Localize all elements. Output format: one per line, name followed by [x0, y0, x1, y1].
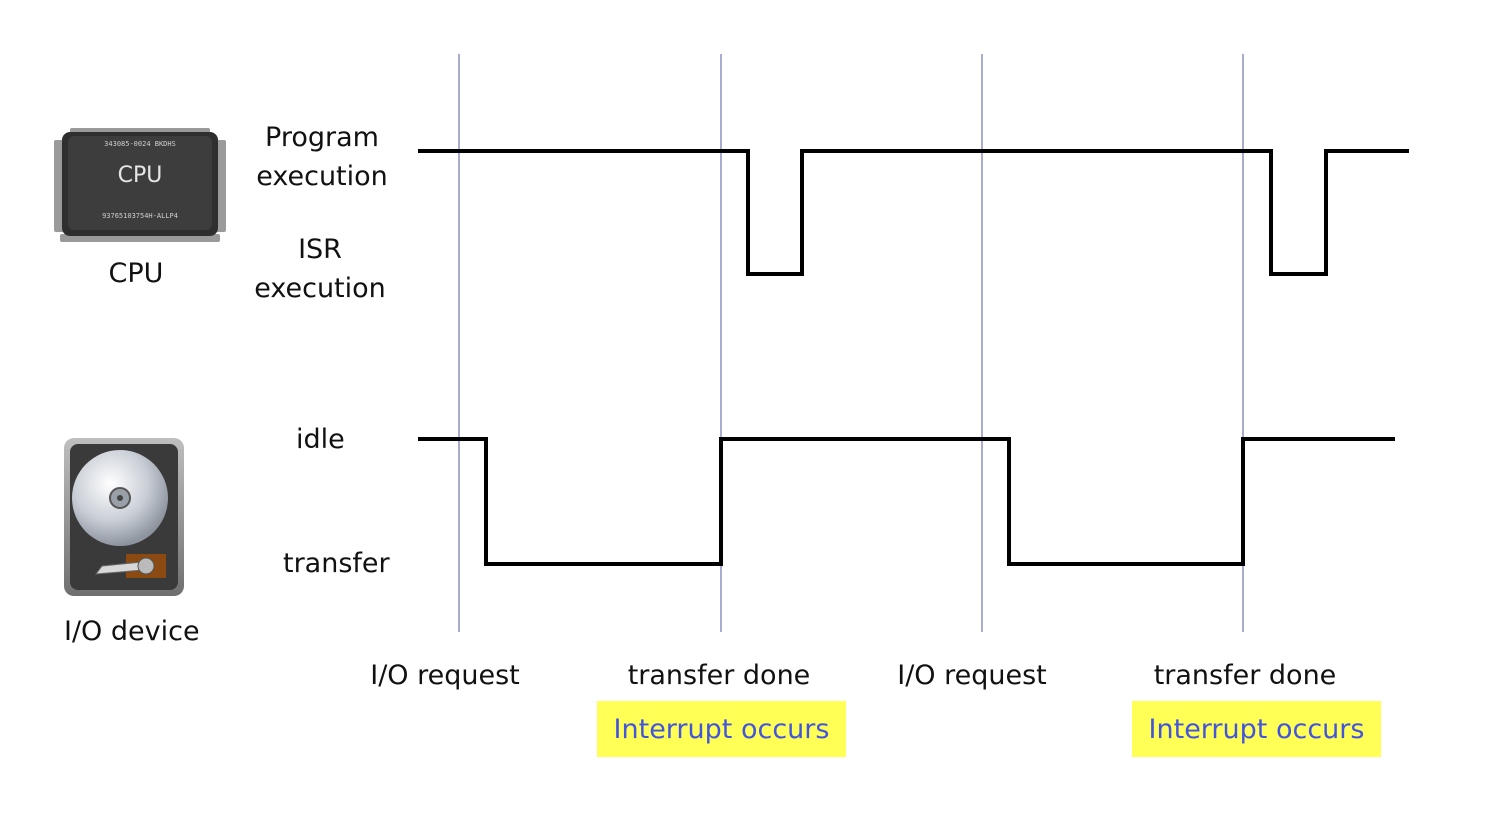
event-label-io-request-2: I/O request [897, 660, 1047, 691]
isr-label-line1: ISR [298, 234, 342, 265]
cpu-chip-icon: CPU 343085-0024 BKDHS 93765103754H-ALLP4 [54, 126, 226, 248]
isr-label-line2: execution [254, 273, 386, 305]
idle-label: idle [296, 424, 345, 455]
program-label-line1: Program [265, 122, 379, 153]
interrupt-note-2: Interrupt occurs [1132, 701, 1381, 757]
event-label-io-request-1: I/O request [370, 660, 520, 691]
svg-text:93765103754H-ALLP4: 93765103754H-ALLP4 [102, 212, 178, 220]
event-label-transfer-done-1: transfer done [627, 660, 811, 691]
interrupt-note-1: Interrupt occurs [597, 701, 846, 757]
svg-text:343085-0024 BKDHS: 343085-0024 BKDHS [104, 140, 176, 148]
program-label-line2: execution [256, 161, 388, 193]
io-signal [418, 437, 1395, 566]
cpu-label: CPU [108, 258, 164, 289]
cpu-signal [418, 149, 1409, 276]
io-device-label: I/O device [64, 616, 200, 647]
transfer-label: transfer [283, 548, 390, 579]
event-label-transfer-done-2: transfer done [1153, 660, 1337, 691]
hard-disk-icon [62, 436, 186, 598]
isr-execution-label: ISR execution [246, 230, 394, 308]
cpu-chip-text: CPU [118, 163, 163, 188]
program-execution-label: Program execution [246, 118, 398, 196]
